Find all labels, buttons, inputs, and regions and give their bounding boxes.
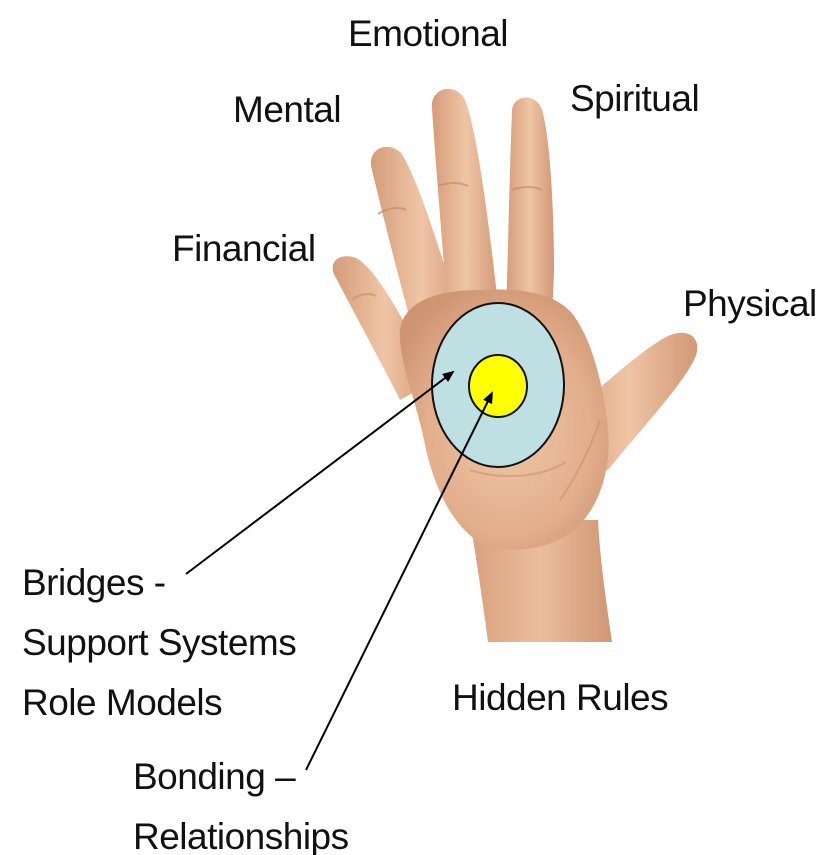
label-bonding-line-1: Bonding – [133,747,349,807]
label-bridges-line-3: Role Models [22,673,296,733]
label-hidden-rules: Hidden Rules [452,677,668,719]
label-bonding: Bonding – Relationships [133,747,349,855]
inner-circle-bonding [469,355,527,417]
label-bridges: Bridges - Support Systems Role Models [22,553,296,733]
label-emotional: Emotional [348,13,508,55]
label-bridges-line-1: Bridges - [22,553,296,613]
label-spiritual: Spiritual [570,78,699,120]
bridges-arrow [186,372,453,574]
label-mental: Mental [233,89,341,131]
label-bridges-line-2: Support Systems [22,613,296,673]
index-finger [506,97,554,320]
label-physical: Physical [683,283,817,325]
label-bonding-line-2: Relationships [133,807,349,855]
label-financial: Financial [172,228,316,270]
